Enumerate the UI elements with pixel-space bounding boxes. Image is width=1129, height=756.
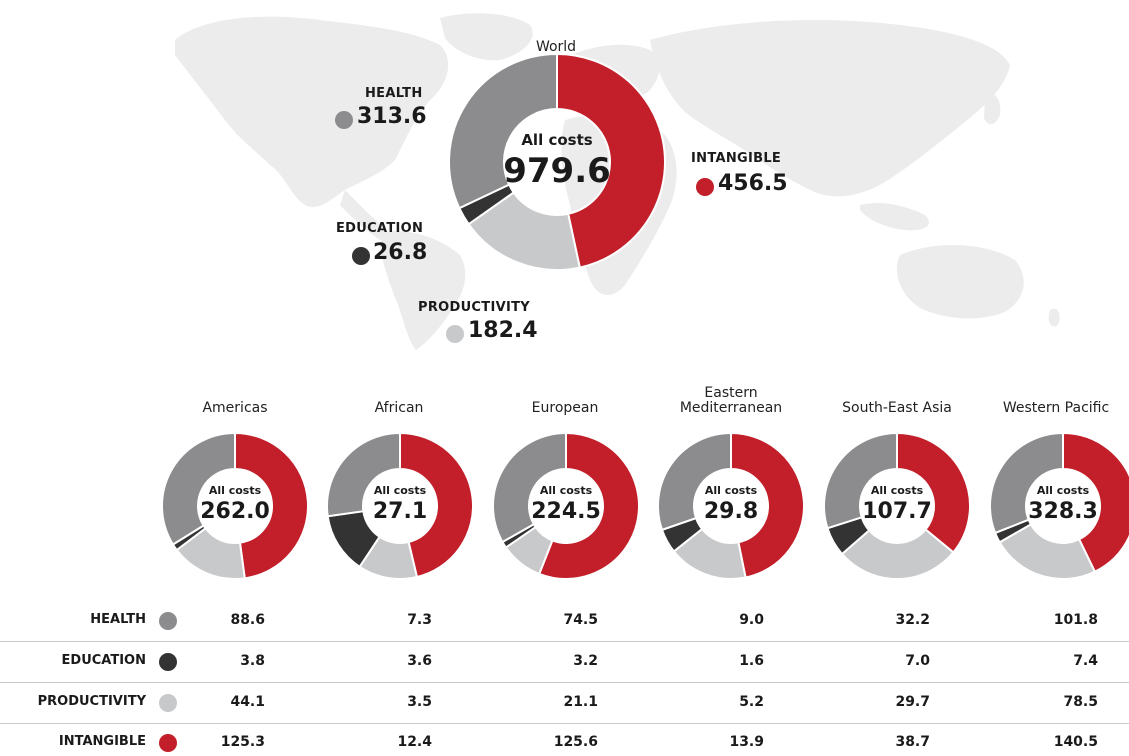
- slice-african-intangible: [399, 431, 474, 579]
- region-title-western-pacific: Western Pacific: [1002, 400, 1110, 416]
- region-title-african: African: [374, 400, 424, 416]
- table-separator-2: [0, 682, 1129, 683]
- table-cell-education-4: 7.0: [905, 653, 930, 669]
- slice-eastern-mediterranean-intangible: [730, 431, 805, 579]
- table-cell-health-0: 88.6: [230, 612, 265, 628]
- table-cell-productivity-3: 5.2: [739, 694, 764, 710]
- region-title-eastern-mediterranean: Eastern Mediterranean: [679, 385, 783, 416]
- row-dot-productivity: [159, 694, 177, 712]
- row-dot-health: [159, 612, 177, 630]
- row-label-health: HEALTH: [90, 612, 146, 627]
- table-cell-health-1: 7.3: [407, 612, 432, 628]
- table-cell-productivity-1: 3.5: [407, 694, 432, 710]
- table-cell-productivity-5: 78.5: [1063, 694, 1098, 710]
- education-callout-label: EDUCATION: [336, 221, 424, 236]
- slice-americas-intangible: [234, 431, 309, 580]
- productivity-dot: [446, 325, 464, 343]
- donut-americas: All costs 262.0: [161, 431, 309, 580]
- table-cell-intangible-3: 13.9: [729, 734, 764, 750]
- table-separator-3: [0, 723, 1129, 724]
- slice-european-health: [492, 431, 567, 544]
- row-label-education: EDUCATION: [61, 653, 146, 668]
- row-label-productivity: PRODUCTIVITY: [37, 694, 146, 709]
- slice-western-pacific-productivity: [998, 523, 1097, 580]
- center-total-south-east-asia: 107.7: [862, 499, 932, 524]
- slice-americas-health: [161, 431, 236, 546]
- center-total-african: 27.1: [373, 499, 427, 524]
- table-cell-intangible-1: 12.4: [397, 734, 432, 750]
- region-title-south-east-asia: South-East Asia: [842, 400, 952, 416]
- center-label-world: All costs: [521, 131, 592, 149]
- center-total-americas: 262.0: [200, 499, 270, 524]
- table-cell-health-5: 101.8: [1053, 612, 1098, 628]
- education-dot: [352, 247, 370, 265]
- slice-south-east-asia-productivity: [840, 528, 955, 580]
- table-cell-education-2: 3.2: [573, 653, 598, 669]
- table-cell-productivity-4: 29.7: [895, 694, 930, 710]
- productivity-callout-value: 182.4: [468, 318, 538, 343]
- donut-african: All costs 27.1: [326, 431, 474, 580]
- slice-western-pacific-intangible: [1062, 431, 1129, 574]
- donut-world: All costs 979.6: [448, 52, 666, 271]
- row-dot-education: [159, 653, 177, 671]
- slice-south-east-asia-health: [823, 431, 898, 530]
- slice-world-intangible: [556, 52, 666, 269]
- table-cell-intangible-2: 125.6: [553, 734, 598, 750]
- intangible-callout-value: 456.5: [718, 171, 788, 196]
- donut-european: All costs 224.5: [492, 431, 640, 580]
- table-cell-education-0: 3.8: [240, 653, 265, 669]
- education-callout-value: 26.8: [373, 240, 428, 265]
- slice-western-pacific-health: [989, 431, 1064, 535]
- center-label-european: All costs: [540, 484, 593, 497]
- donut-south-east-asia: All costs 107.7: [823, 431, 971, 580]
- productivity-callout-label: PRODUCTIVITY: [418, 300, 530, 315]
- table-cell-intangible-0: 125.3: [220, 734, 265, 750]
- table-cell-education-1: 3.6: [407, 653, 432, 669]
- center-label-south-east-asia: All costs: [871, 484, 924, 497]
- health-dot: [335, 111, 353, 129]
- center-label-western-pacific: All costs: [1037, 484, 1090, 497]
- donut-eastern-mediterranean: All costs 29.8: [657, 431, 805, 580]
- table-cell-health-3: 9.0: [739, 612, 764, 628]
- slice-european-intangible: [537, 431, 640, 580]
- center-total-eastern-mediterranean: 29.8: [704, 499, 758, 524]
- center-label-african: All costs: [374, 484, 427, 497]
- intangible-callout-label: INTANGIBLE: [691, 151, 782, 166]
- center-total-western-pacific: 328.3: [1028, 499, 1098, 524]
- row-label-intangible: INTANGIBLE: [58, 734, 146, 749]
- health-callout-value: 313.6: [357, 104, 427, 129]
- table-cell-health-2: 74.5: [563, 612, 598, 628]
- row-dot-intangible: [159, 734, 177, 752]
- center-label-americas: All costs: [209, 484, 262, 497]
- intangible-dot: [696, 178, 714, 196]
- region-title-european: European: [531, 400, 599, 416]
- table-cell-health-4: 32.2: [895, 612, 930, 628]
- region-title-americas: Americas: [202, 400, 268, 416]
- donut-western-pacific: All costs 328.3: [989, 431, 1129, 580]
- table-cell-intangible-4: 38.7: [895, 734, 930, 750]
- center-total-world: 979.6: [503, 151, 611, 191]
- center-label-eastern-mediterranean: All costs: [705, 484, 758, 497]
- center-total-european: 224.5: [531, 499, 601, 524]
- world-map-background: [175, 13, 1060, 350]
- health-callout-label: HEALTH: [365, 86, 423, 101]
- slice-south-east-asia-intangible: [896, 431, 971, 554]
- slice-world-health: [448, 52, 558, 210]
- slice-african-health: [326, 431, 401, 518]
- table-cell-productivity-0: 44.1: [230, 694, 265, 710]
- world-title: World: [535, 39, 577, 55]
- table-cell-education-5: 7.4: [1073, 653, 1098, 669]
- health-callout: HEALTH: [335, 86, 423, 101]
- table-cell-education-3: 1.6: [739, 653, 764, 669]
- table-cell-intangible-5: 140.5: [1053, 734, 1098, 750]
- table-separator-1: [0, 641, 1129, 642]
- table-cell-productivity-2: 21.1: [563, 694, 598, 710]
- slice-eastern-mediterranean-health: [657, 431, 732, 532]
